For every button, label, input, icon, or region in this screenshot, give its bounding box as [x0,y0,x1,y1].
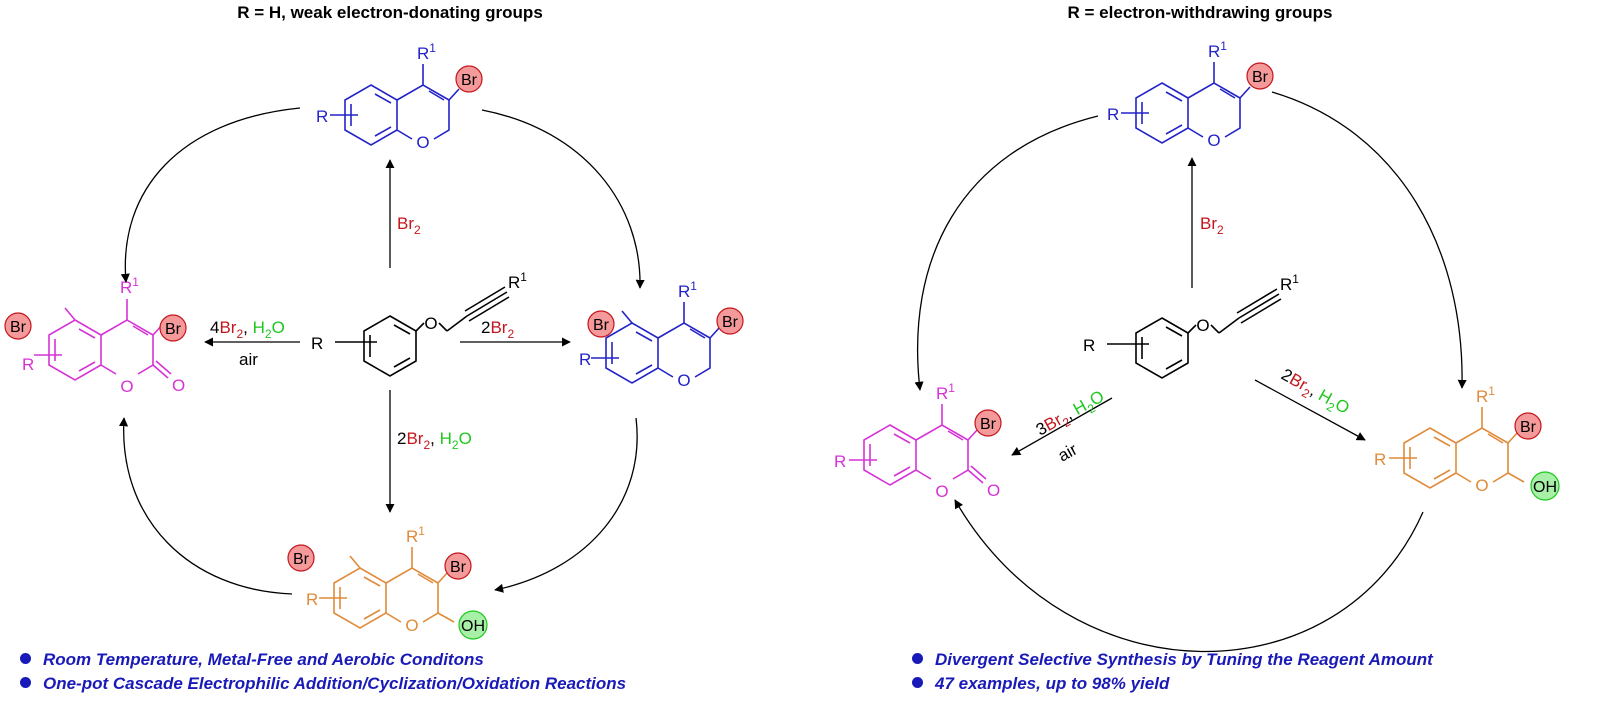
substituent-r1: R1 [406,524,425,546]
substituent-r1: R1 [1208,39,1227,61]
ether-oxygen: O [1196,316,1209,335]
bromine-label: Br [10,319,27,336]
substituent-r: R [1374,450,1386,469]
reagent-3br2-h2o: 3Br2, H2O [1033,387,1110,443]
substituent-r1: R1 [417,41,436,63]
highlight-item: Room Temperature, Metal-Free and Aerobic… [20,648,626,672]
bromine-label: Br [165,321,182,338]
carbonyl-oxygen: O [172,376,185,395]
reagent-2br2-h2o: 2Br2, H2O [397,429,472,452]
bromine-label: Br [1520,419,1537,436]
ring-oxygen: O [416,133,429,152]
left-panel-title: R = H, weak electron-donating groups [237,3,543,22]
substituent-r: R [1107,105,1119,124]
bromine-highlight [716,307,744,335]
substituent-r: R [316,107,328,126]
hydroxyl-highlight [458,610,488,640]
reagent-air: air [1055,440,1081,466]
bromine-highlight [444,552,472,580]
left-propargyl-ether: O R R1 [311,270,527,377]
ring-oxygen: O [120,377,133,396]
bromine-highlight [1246,62,1274,90]
curved-arrow-chromene-to-dibromochromene [481,109,645,289]
right-panel-title: R = electron-withdrawing groups [1068,3,1333,22]
left-highlights: Room Temperature, Metal-Free and Aerobic… [20,648,626,696]
bullet-dot-icon [912,653,923,665]
hydroxyl-label: OH [461,618,485,635]
bromine-highlight [455,65,483,93]
curved-arrow-chromene-to-hemiacetal [1271,91,1467,389]
reagent-br2: Br2 [397,214,421,237]
substituent-r: R [1083,336,1095,355]
right-propargyl-ether: O R R1 [1083,272,1299,379]
bullet-dot-icon [20,677,31,689]
bromine-label: Br [722,314,739,331]
substituent-r: R [22,355,34,374]
hydroxyl-highlight [1530,471,1560,501]
ring-oxygen: O [1207,131,1220,150]
ether-oxygen: O [424,314,437,333]
bromine-label: Br [461,72,478,89]
arrow-to-hemiacetal [1254,379,1366,441]
left-dibromocoumarin: O O R R1 Br Br [4,275,187,396]
bromine-highlight [4,312,32,340]
substituent-r1: R1 [678,279,697,301]
left-bromochromene: O R R1 Br [316,41,483,152]
left-dibromo-hemiacetal: O R R1 OH Br Br [287,524,488,640]
bromine-label: Br [1252,69,1269,86]
highlight-item: 47 examples, up to 98% yield [912,672,1433,696]
bromine-highlight [287,544,315,572]
highlight-item: One-pot Cascade Electrophilic Addition/C… [20,672,626,696]
substituent-r1: R1 [120,275,139,297]
ring-oxygen: O [677,371,690,390]
substituent-r: R [834,452,846,471]
ring-oxygen: O [935,482,948,501]
carbonyl-oxygen: O [987,481,1000,500]
ring-oxygen: O [405,616,418,635]
bullet-dot-icon [912,677,923,689]
bullet-dot-icon [20,653,31,665]
curved-arrow-hemiacetal-to-coumarin [118,417,293,595]
right-bromo-hemiacetal: O R R1 OH Br [1374,384,1560,501]
right-bromochromene: O R R1 Br [1107,39,1274,150]
bromine-label: Br [980,416,997,433]
curved-arrow-chromene-to-coumarin [120,107,301,283]
bromine-highlight [587,310,615,338]
curved-arrow-hemiacetal-to-coumarin [954,499,1424,653]
highlight-item: Divergent Selective Synthesis by Tuning … [912,648,1433,672]
bromine-highlight [974,409,1002,437]
bromine-label: Br [293,551,310,568]
substituent-r1: R1 [936,381,955,403]
arrow-to-bromocoumarin [1011,397,1113,456]
ring-oxygen: O [1475,476,1488,495]
bromine-label: Br [450,559,467,576]
bromine-highlight [1514,412,1542,440]
substituent-r: R [579,350,591,369]
reagent-br2: Br2 [1200,214,1224,237]
hydroxyl-label: OH [1533,479,1557,496]
left-dibromochromene: O R R1 Br Br [579,279,744,390]
substituent-r1: R1 [1280,272,1299,294]
substituent-r: R [311,334,323,353]
reagent-4br2-h2o: 4Br2, H2O [210,318,285,341]
right-bromocoumarin: O O R R1 Br [834,381,1002,501]
reagent-air: air [239,350,258,369]
right-highlights: Divergent Selective Synthesis by Tuning … [912,648,1433,696]
reagent-2br2: 2Br2 [481,318,514,341]
bromine-label: Br [593,317,610,334]
substituent-r: R [306,590,318,609]
curved-arrow-dibromochromene-to-hemiacetal [494,417,638,593]
curved-arrow-chromene-to-coumarin [914,115,1099,391]
substituent-r1: R1 [508,270,527,292]
bromine-highlight [159,314,187,342]
substituent-r1: R1 [1476,384,1495,406]
